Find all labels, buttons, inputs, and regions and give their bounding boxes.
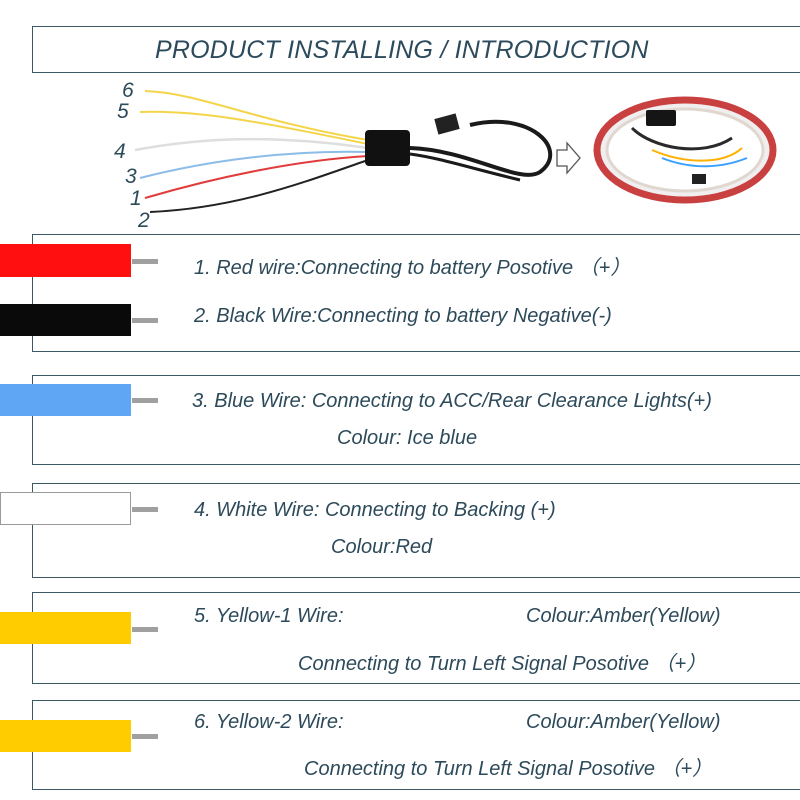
red-wire-description: 1. Red wire:Connecting to battery Posoti… (194, 257, 631, 279)
wire-number-6: 6 (122, 79, 134, 102)
blue-wire-colour: Colour: Ice blue (337, 427, 478, 449)
wire-number-2: 2 (138, 209, 150, 232)
black-wire-swatch (0, 304, 131, 336)
title-box (32, 26, 800, 73)
yellow-2-wire-swatch (0, 720, 131, 752)
blue-wire-description: 3. Blue Wire: Connecting to ACC/Rear Cle… (192, 390, 712, 412)
led-strip-product-image (593, 96, 777, 204)
yellow-2-wire-description: Connecting to Turn Left Signal Posotive … (304, 758, 713, 780)
section-blue (32, 375, 800, 465)
yellow-2-wire-colour: Colour:Amber(Yellow) (526, 711, 721, 733)
yellow-1-wire-colour: Colour:Amber(Yellow) (526, 605, 721, 627)
black-wire-tip (132, 318, 158, 323)
blue-wire-tip (132, 398, 158, 403)
white-wire-colour: Colour:Red (331, 536, 433, 558)
wire-number-1: 1 (130, 187, 142, 210)
white-wire-tip (132, 507, 158, 512)
page-title: PRODUCT INSTALLING / INTRODUCTION (155, 36, 649, 64)
section-red-black (32, 234, 800, 352)
black-wire-description: 2. Black Wire:Connecting to battery Nega… (194, 305, 612, 327)
yellow-1-wire-label: 5. Yellow-1 Wire: (194, 605, 344, 627)
white-wire-description: 4. White Wire: Connecting to Backing (+) (194, 499, 556, 521)
wire-number-4: 4 (114, 140, 126, 163)
yellow-2-wire-label: 6. Yellow-2 Wire: (194, 711, 344, 733)
section-white (32, 483, 800, 578)
wire-number-3: 3 (125, 165, 137, 188)
yellow-2-wire-tip (132, 734, 158, 739)
yellow-1-wire-tip (132, 627, 158, 632)
white-wire-swatch (0, 492, 131, 525)
yellow-1-wire-swatch (0, 612, 131, 644)
red-wire-tip (132, 259, 158, 264)
wiring-harness-illustration (134, 90, 581, 213)
red-wire-swatch (0, 244, 131, 277)
blue-wire-swatch (0, 384, 131, 416)
yellow-1-wire-description: Connecting to Turn Left Signal Posotive … (298, 653, 707, 675)
wire-number-5: 5 (117, 100, 129, 123)
